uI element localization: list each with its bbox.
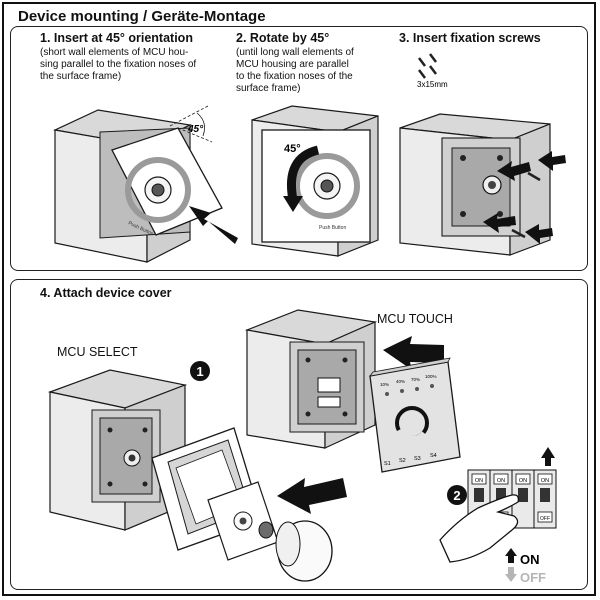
- switch-up-arrow: [541, 447, 555, 466]
- step1-note: (short wall elements of MCU hou- sing pa…: [40, 47, 196, 83]
- touch-top-label: 40%: [396, 379, 405, 384]
- step4-heading: 4. Attach device cover: [40, 286, 172, 300]
- step1-note-line: sing parallel to the fixation noses of: [40, 59, 197, 70]
- step3-illustration: 3x15mm: [399, 53, 566, 256]
- panel-steps-1-3: [10, 26, 588, 271]
- touch-bottom-label: S2: [399, 458, 406, 464]
- step2-plate-text: Push Button: [319, 225, 346, 231]
- step1-insert-arrow: [189, 206, 238, 244]
- step1-illustration: Push Button 45°: [53, 105, 238, 263]
- step2-heading: 2. Rotate by 45°: [236, 31, 330, 45]
- touch-top-label: 100%: [425, 374, 437, 379]
- step2-illustration: Push Button 45°: [251, 105, 379, 257]
- step1-heading: 1. Insert at 45° orientation: [40, 31, 193, 45]
- switch-off-label: OFF: [540, 516, 550, 522]
- page-title: Device mounting / Geräte-Montage: [18, 8, 266, 25]
- screw-size-label: 3x15mm: [417, 80, 448, 89]
- mcu-touch-label: MCU TOUCH: [377, 312, 453, 326]
- step2-note: (until long wall elements of MCU housing…: [236, 47, 354, 95]
- step-badge-1: 1: [190, 361, 210, 381]
- on-off-legend: ON OFF: [505, 548, 546, 585]
- step1-angle-label: 45°: [187, 124, 204, 135]
- mcu-select-label: MCU SELECT: [57, 345, 138, 359]
- step3-heading: 3. Insert fixation screws: [399, 31, 541, 45]
- mcu-select-illustration: [47, 369, 347, 582]
- step2-angle-label: 45°: [284, 143, 301, 155]
- step1-note-line: (short wall elements of MCU hou-: [40, 47, 189, 58]
- touch-bottom-label: S4: [430, 453, 437, 459]
- panel-step-4: [10, 279, 588, 590]
- knob-attach-arrow: [277, 478, 347, 514]
- off-arrow-icon: [505, 567, 517, 582]
- mcu-touch-illustration: 10% 40% 70% 100% S1 S2 S3 S4: [244, 309, 461, 473]
- step2-note-line: MCU housing are parallel: [236, 59, 349, 70]
- screw-arrow-right-lower: [525, 224, 553, 244]
- badge-2-number: 2: [453, 488, 460, 503]
- legend-on-label: ON: [520, 552, 540, 567]
- screw-arrow-upper: [497, 161, 531, 181]
- step-badge-2: 2: [447, 485, 467, 505]
- touch-top-label: 10%: [380, 382, 389, 387]
- switch-on-label: ON: [541, 478, 549, 484]
- step2-rotate-arrow: [283, 196, 303, 212]
- screws-icon: [418, 53, 437, 79]
- switch-on-label: ON: [519, 478, 527, 484]
- step2-note-line: (until long wall elements of: [236, 47, 354, 58]
- legend-off-label: OFF: [520, 570, 546, 585]
- screw-arrow-right-upper: [538, 151, 566, 171]
- touch-bottom-label: S3: [414, 456, 421, 462]
- on-arrow-icon: [505, 548, 517, 563]
- step2-note-line: to the fixation noses of the: [236, 71, 353, 82]
- circuit-breaker-illustration: ON ON ON ON OFF OFF OFF: [439, 447, 557, 563]
- screw-arrow-lower: [483, 213, 516, 233]
- badge-1-number: 1: [196, 364, 203, 379]
- touch-bottom-label: S1: [384, 461, 391, 467]
- step2-note-line: surface frame): [236, 83, 301, 94]
- hand-icon: [439, 494, 520, 563]
- touch-top-label: 70%: [411, 377, 420, 382]
- switch-on-label: ON: [497, 478, 505, 484]
- step1-note-line: the surface frame): [40, 71, 122, 82]
- switch-on-label: ON: [475, 478, 483, 484]
